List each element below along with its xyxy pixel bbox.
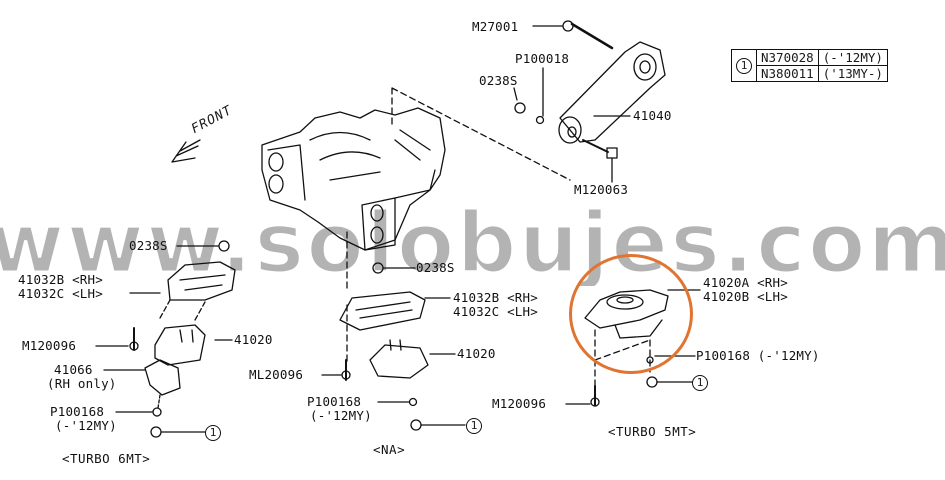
part-label-m120096-5mt[interactable]: M120096 [492, 396, 547, 411]
part-label-41032b-na[interactable]: 41032B <RH> [453, 290, 538, 305]
part-label-41032c-6mt[interactable]: 41032C <LH> [18, 286, 103, 301]
reference-table: 1 N370028 (-'12MY) N380011 ('13MY-) [731, 49, 888, 82]
part-label-ml20096-na[interactable]: ML20096 [249, 367, 304, 382]
part-label-0238s-upper[interactable]: 0238S [479, 73, 518, 88]
turbo-6mt-illustration [129, 240, 236, 438]
part-label-p100168-6mt[interactable]: P100168 [50, 404, 105, 419]
part-label-0238s-6mt[interactable]: 0238S [129, 238, 168, 253]
part-label-p100018[interactable]: P100018 [515, 51, 570, 66]
part-label-0238s-na[interactable]: 0238S [416, 260, 455, 275]
caption-turbo-5mt: <TURBO 5MT> [608, 424, 697, 439]
callout-1-icon[interactable]: 1 [466, 418, 482, 434]
pitch-stopper-illustration [514, 20, 666, 159]
part-note-12my-6mt: (-'12MY) [55, 418, 117, 433]
part-label-41040[interactable]: 41040 [633, 108, 672, 123]
part-label-41032b-6mt[interactable]: 41032B <RH> [18, 272, 103, 287]
engine-block-illustration [261, 107, 446, 251]
part-label-m120096-6mt[interactable]: M120096 [22, 338, 77, 353]
part-label-41020b-5mt[interactable]: 41020B <LH> [703, 289, 788, 304]
part-label-p100168-5mt[interactable]: P100168 (-'12MY) [696, 348, 820, 363]
reference-range-1: (-'12MY) [817, 49, 888, 66]
callout-1-icon: 1 [736, 58, 752, 74]
part-label-m120063[interactable]: M120063 [574, 182, 629, 197]
part-note-12my-na: (-'12MY) [310, 408, 372, 423]
part-label-p100168-na[interactable]: P100168 [307, 394, 362, 409]
reference-range-2: ('13MY-) [817, 65, 888, 82]
part-label-41020a-5mt[interactable]: 41020A <RH> [703, 275, 788, 290]
callout-1-icon[interactable]: 1 [692, 375, 708, 391]
reference-callout-cell: 1 [731, 49, 757, 82]
caption-na: <NA> [373, 442, 406, 457]
reference-part-2[interactable]: N380011 [756, 65, 819, 82]
caption-turbo-6mt: <TURBO 6MT> [62, 451, 151, 466]
part-label-41032c-na[interactable]: 41032C <LH> [453, 304, 538, 319]
part-note-rh-only: (RH only) [47, 376, 117, 391]
part-label-41066[interactable]: 41066 [54, 362, 93, 377]
front-arrow-icon [171, 139, 201, 163]
callout-1-icon[interactable]: 1 [205, 425, 221, 441]
part-label-41020-na[interactable]: 41020 [457, 346, 496, 361]
part-label-m27001[interactable]: M27001 [472, 19, 519, 34]
highlight-circle [569, 254, 693, 374]
reference-part-1[interactable]: N370028 [756, 49, 819, 66]
part-label-41020-6mt[interactable]: 41020 [234, 332, 273, 347]
